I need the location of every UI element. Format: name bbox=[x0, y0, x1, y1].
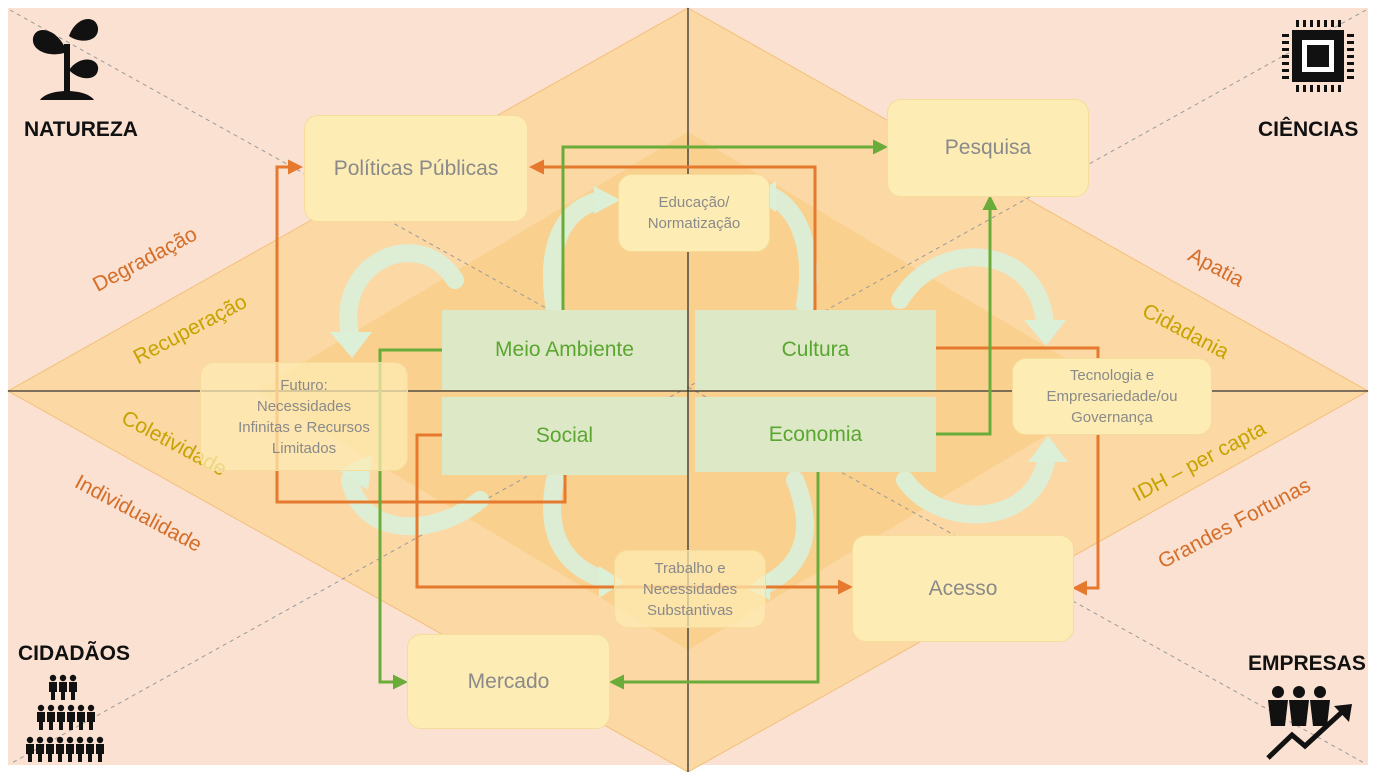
cycle-arrow-bottom-right bbox=[896, 441, 1057, 524]
cycle-arrow-edu-right bbox=[761, 186, 817, 314]
box-pesquisa: Pesquisa bbox=[887, 99, 1089, 197]
pillar-meio-ambiente: Meio Ambiente bbox=[442, 310, 687, 390]
people-group-icon bbox=[26, 674, 104, 762]
arrow-meio-mercado bbox=[378, 348, 442, 690]
corner-label-cidadaos: CIDADÃOS bbox=[18, 642, 131, 665]
arrow-economia-mercado bbox=[609, 472, 820, 690]
diagonal-line-1 bbox=[9, 9, 1367, 765]
pillar-cultura: Cultura bbox=[695, 310, 936, 390]
arrow-cultura-acesso bbox=[936, 346, 1100, 596]
pillar-economia: Economia bbox=[695, 397, 936, 472]
corner-label-empresas: EMPRESAS bbox=[1248, 652, 1366, 675]
cycle-arrow-bottom-left bbox=[341, 471, 489, 536]
box-trabalho: Trabalho e Necessidades Substantivas bbox=[614, 550, 766, 628]
corner-label-ciencias: CIÊNCIAS bbox=[1258, 118, 1359, 141]
microchip-icon bbox=[1282, 20, 1354, 92]
box-politicas-publicas: Políticas Públicas bbox=[304, 115, 528, 222]
cycle-arrow-edu-left bbox=[543, 191, 609, 319]
arrow-economia-pesquisa bbox=[936, 195, 998, 436]
plant-icon bbox=[32, 18, 99, 100]
arrow-meio-pesquisa bbox=[561, 139, 888, 310]
cycle-arrow-top-right bbox=[891, 248, 1054, 334]
box-tecnologia: Tecnologia e Empresariedade/ou Governanç… bbox=[1012, 358, 1212, 435]
box-educacao: Educação/ Normatização bbox=[618, 174, 770, 252]
cycle-arrow-top-left bbox=[339, 244, 464, 344]
cycle-arrows bbox=[339, 186, 1057, 594]
cycle-arrow-trab-right bbox=[756, 471, 814, 594]
diagonal-line-2 bbox=[9, 9, 1367, 765]
green-arrows bbox=[378, 139, 998, 690]
cycle-arrow-trab-left bbox=[543, 471, 614, 589]
business-growth-icon bbox=[1266, 686, 1352, 760]
box-mercado: Mercado bbox=[407, 634, 610, 729]
pillar-social: Social bbox=[442, 397, 687, 475]
arrow-social-politicas bbox=[275, 159, 567, 504]
corner-label-natureza: NATUREZA bbox=[24, 118, 138, 141]
arrow-cultura-politicas bbox=[529, 159, 817, 310]
box-futuro: Futuro: Necessidades Infinitas e Recurso… bbox=[200, 362, 408, 471]
box-acesso: Acesso bbox=[852, 535, 1074, 642]
